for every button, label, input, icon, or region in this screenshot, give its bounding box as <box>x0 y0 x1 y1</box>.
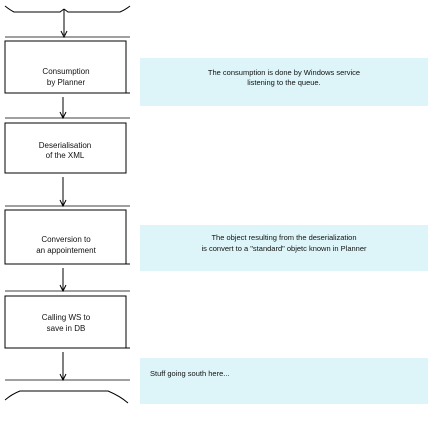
note-line2: is convert to a "standard" objetc known … <box>202 244 368 253</box>
step-label-line2: save in DB <box>47 324 86 333</box>
step-box-deserialisation <box>4 122 127 174</box>
step-label-line2: an appointement <box>36 246 96 255</box>
note-south <box>140 358 428 404</box>
step-label-line2: of the XML <box>46 151 85 160</box>
note-line1: The object resulting from the deserializ… <box>211 233 356 242</box>
step-label-line1: Calling WS to <box>42 313 91 322</box>
step-label-line1: Consumption <box>42 67 89 76</box>
step-box-calling-ws <box>4 295 127 349</box>
step-box-consumption <box>4 40 127 94</box>
step-label-line1: Conversion to <box>41 235 91 244</box>
step-label-line2: by Planner <box>47 78 86 87</box>
note-consumption <box>140 58 428 106</box>
top-bracket-left <box>4 5 65 13</box>
note-line1: Stuff going south here... <box>150 369 230 378</box>
top-bracket-right <box>63 5 131 13</box>
bottom-bracket <box>4 390 129 404</box>
note-line2: listening to the queue. <box>247 78 320 87</box>
step-box-conversion <box>4 209 127 265</box>
note-line1: The consumption is done by Windows servi… <box>208 68 360 77</box>
note-conversion <box>140 225 428 271</box>
step-label-line1: Deserialisation <box>39 141 91 150</box>
